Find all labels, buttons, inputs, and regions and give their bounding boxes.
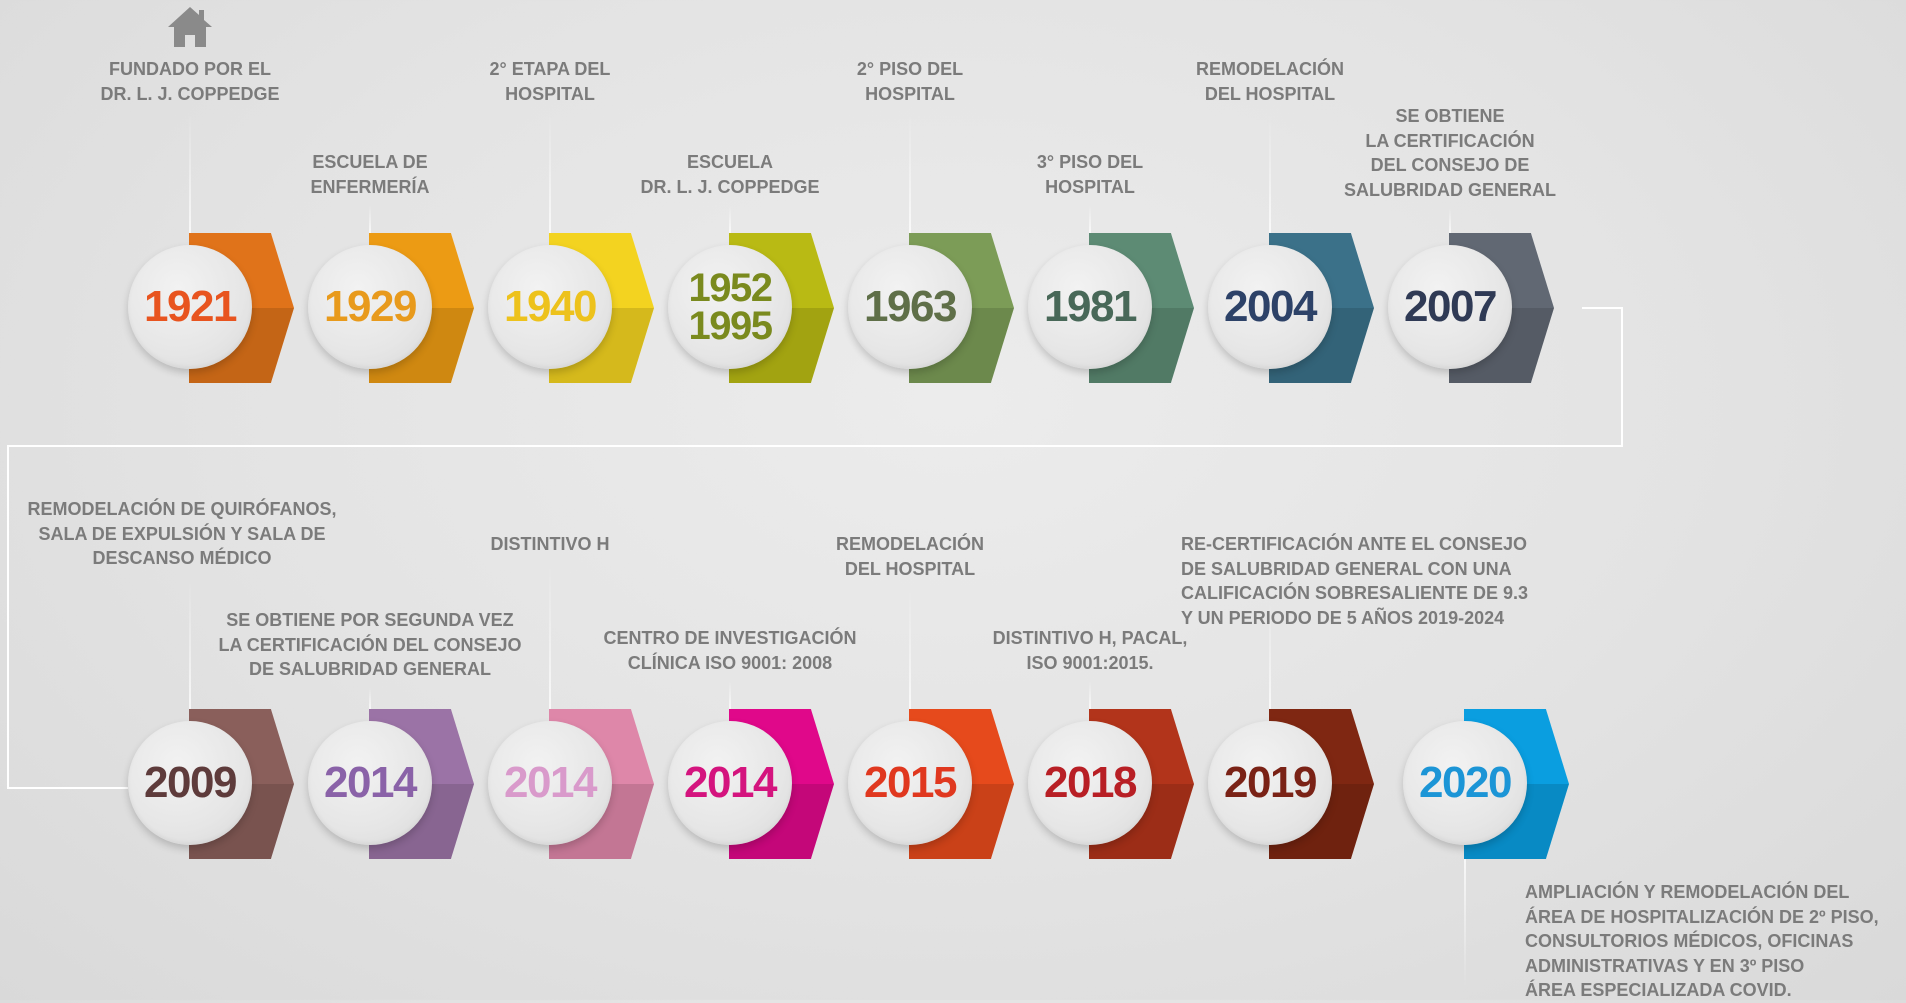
milestone-label: 2° ETAPA DEL HOSPITAL bbox=[489, 59, 611, 104]
milestone-circle: 1981 bbox=[1028, 245, 1152, 369]
milestone-label: ESCUELA DE ENFERMERÍA bbox=[310, 152, 430, 197]
milestone-circle: 2020 bbox=[1403, 721, 1527, 845]
milestone-year: 1963 bbox=[864, 282, 957, 331]
milestone-circle: 2018 bbox=[1028, 721, 1152, 845]
milestone-1-4: 2015 bbox=[848, 709, 1068, 869]
milestone-year: 2014 bbox=[324, 758, 417, 807]
milestone-year: 2018 bbox=[1044, 758, 1137, 807]
milestone-stem bbox=[1269, 114, 1271, 233]
milestone-stem bbox=[369, 205, 371, 233]
milestone-label: ESCUELA DR. L. J. COPPEDGE bbox=[640, 152, 820, 197]
milestone-1-2: 2014 bbox=[488, 709, 708, 869]
milestone-circle: 2004 bbox=[1208, 245, 1332, 369]
milestone-year: 2009 bbox=[144, 758, 237, 807]
milestone-label: REMODELACIÓN DEL HOSPITAL bbox=[836, 534, 984, 579]
milestone-stem bbox=[1089, 205, 1091, 233]
milestone-year: 2004 bbox=[1224, 282, 1317, 331]
milestone-0-7: 2007 bbox=[1388, 233, 1608, 393]
home-icon bbox=[168, 7, 212, 47]
milestone-stem bbox=[729, 205, 731, 233]
milestone-year: 1921 bbox=[144, 282, 237, 331]
milestone-stem bbox=[1464, 859, 1466, 989]
milestone-label: 2° PISO DEL HOSPITAL bbox=[856, 59, 964, 104]
milestone-stem bbox=[729, 681, 731, 709]
milestone-stem bbox=[1449, 208, 1451, 233]
milestone-1-1: 2014 bbox=[308, 709, 528, 869]
milestone-0-4: 1963 bbox=[848, 233, 1068, 393]
milestone-circle: 2014 bbox=[668, 721, 792, 845]
milestone-year: 2014 bbox=[504, 758, 597, 807]
milestone-1-3: 2014 bbox=[668, 709, 888, 869]
milestone-stem bbox=[189, 114, 191, 233]
milestone-0-0: 1921 bbox=[128, 233, 348, 393]
milestone-0-1: 1929 bbox=[308, 233, 528, 393]
milestone-label: RE-CERTIFICACIÓN ANTE EL CONSEJO DE SALU… bbox=[1181, 534, 1529, 628]
milestone-label: FUNDADO POR EL DR. L. J. COPPEDGE bbox=[100, 59, 280, 104]
milestone-stem bbox=[1269, 603, 1271, 709]
milestone-label: CENTRO DE INVESTIGACIÓN CLÍNICA ISO 9001… bbox=[603, 628, 857, 673]
milestone-stem bbox=[909, 114, 911, 233]
milestone-label: SE OBTIENE LA CERTIFICACIÓN DEL CONSEJO … bbox=[1343, 106, 1556, 200]
milestone-circle: 1952 1995 bbox=[668, 245, 792, 369]
milestone-year: 1929 bbox=[324, 282, 417, 331]
milestone-year: 2015 bbox=[864, 758, 957, 807]
milestone-circle: 1929 bbox=[308, 245, 432, 369]
milestone-label: DISTINTIVO H bbox=[490, 534, 610, 554]
milestone-circle: 1963 bbox=[848, 245, 972, 369]
milestone-circle: 2014 bbox=[308, 721, 432, 845]
milestone-stem bbox=[909, 589, 911, 709]
milestone-year: 1952 1995 bbox=[688, 266, 773, 348]
milestone-label: 3° PISO DEL HOSPITAL bbox=[1036, 152, 1144, 197]
milestone-circle: 2007 bbox=[1388, 245, 1512, 369]
milestone-year: 1940 bbox=[504, 282, 597, 331]
milestone-year: 2014 bbox=[684, 758, 777, 807]
milestone-year: 2007 bbox=[1404, 282, 1497, 331]
milestone-year: 1981 bbox=[1044, 282, 1137, 331]
milestone-1-5: 2018 bbox=[1028, 709, 1248, 869]
milestone-year: 2019 bbox=[1224, 758, 1317, 807]
milestone-stem bbox=[549, 114, 551, 233]
milestone-circle: 2009 bbox=[128, 721, 252, 845]
milestone-stem bbox=[549, 564, 551, 709]
milestone-1-6: 2019 bbox=[1208, 709, 1428, 869]
milestone-stem bbox=[369, 687, 371, 709]
milestone-0-3: 1952 1995 bbox=[668, 233, 888, 393]
milestone-label: AMPLIACIÓN Y REMODELACIÓN DEL ÁREA DE HO… bbox=[1525, 882, 1879, 1000]
milestone-0-5: 1981 bbox=[1028, 233, 1248, 393]
milestone-1-0: 2009 bbox=[128, 709, 348, 869]
milestone-stem bbox=[189, 578, 191, 709]
milestone-0-2: 1940 bbox=[488, 233, 708, 393]
milestone-year: 2020 bbox=[1419, 758, 1512, 807]
milestone-label: DISTINTIVO H, PACAL, ISO 9001:2015. bbox=[992, 628, 1188, 673]
row-connector-line bbox=[7, 307, 1623, 789]
milestone-1-7: 2020 bbox=[1403, 709, 1623, 869]
milestone-0-6: 2004 bbox=[1208, 233, 1428, 393]
milestone-label: SE OBTIENE POR SEGUNDA VEZ LA CERTIFICAC… bbox=[218, 610, 522, 679]
milestone-stem bbox=[1089, 681, 1091, 709]
milestone-circle: 1940 bbox=[488, 245, 612, 369]
milestone-label: REMODELACIÓN DE QUIRÓFANOS, SALA DE EXPU… bbox=[27, 499, 337, 568]
milestone-label: REMODELACIÓN DEL HOSPITAL bbox=[1196, 59, 1344, 104]
milestone-circle: 2014 bbox=[488, 721, 612, 845]
milestone-circle: 2015 bbox=[848, 721, 972, 845]
milestone-circle: 1921 bbox=[128, 245, 252, 369]
milestone-circle: 2019 bbox=[1208, 721, 1332, 845]
